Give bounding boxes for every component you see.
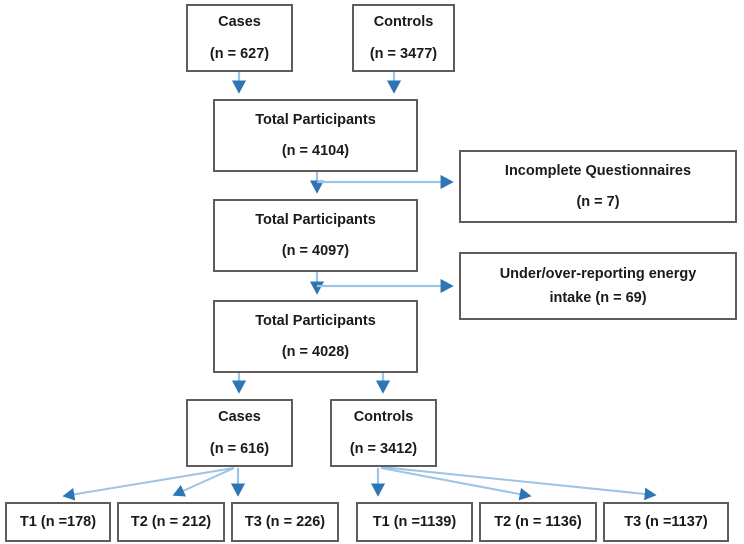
node-cases-bottom[interactable]: Cases (n = 616) — [186, 399, 293, 467]
node-under-over-count: intake (n = 69) — [549, 290, 647, 306]
node-incomplete-count: (n = 7) — [576, 194, 620, 210]
node-controls-top-label: Controls — [373, 14, 434, 31]
node-cases-bottom-label: Cases — [218, 409, 261, 426]
node-controls-bottom[interactable]: Controls (n = 3412) — [330, 399, 437, 467]
node-cases-t1-label: T1 (n =178) — [19, 513, 97, 530]
node-under-over-label: Under/over-reporting energy — [499, 265, 697, 282]
arrow-cases-bottom-to-t2 — [172, 467, 235, 497]
node-controls-bottom-label: Controls — [353, 409, 414, 426]
node-controls-t2-label: T2 (n = 1136) — [494, 513, 582, 530]
arrow-controls-bottom-to-t3 — [380, 466, 657, 501]
node-cases-top[interactable]: Cases (n = 627) — [186, 4, 293, 72]
node-incomplete-label: Incomplete Questionnaires — [504, 162, 692, 179]
node-controls-bottom-count: (n = 3412) — [349, 440, 418, 457]
node-total-4028-count: (n = 4028) — [281, 344, 350, 360]
node-cases-tertile-1[interactable]: T1 (n =178) — [5, 502, 111, 542]
node-total-4097-count: (n = 4097) — [281, 243, 350, 259]
node-cases-bottom-count: (n = 616) — [209, 440, 270, 457]
node-controls-tertile-1[interactable]: T1 (n =1139) — [356, 502, 473, 542]
node-cases-t3-label: T3 (n = 226) — [244, 513, 326, 530]
node-cases-top-count: (n = 627) — [209, 45, 270, 62]
node-controls-t1-label: T1 (n =1139) — [372, 513, 457, 530]
node-cases-tertile-2[interactable]: T2 (n = 212) — [117, 502, 225, 542]
node-controls-t3-label: T3 (n =1137) — [624, 513, 708, 530]
node-cases-tertile-3[interactable]: T3 (n = 226) — [231, 502, 339, 542]
node-controls-top[interactable]: Controls (n = 3477) — [352, 4, 455, 72]
node-total-4028-label: Total Participants — [255, 312, 376, 329]
node-total-participants-4028[interactable]: Total Participants (n = 4028) — [213, 300, 418, 373]
node-total-participants-4097[interactable]: Total Participants (n = 4097) — [213, 199, 418, 272]
node-cases-top-label: Cases — [218, 14, 261, 31]
node-controls-top-count: (n = 3477) — [369, 45, 438, 62]
node-incomplete-questionnaires[interactable]: Incomplete Questionnaires (n = 7) — [459, 150, 737, 223]
node-cases-t2-label: T2 (n = 212) — [130, 513, 212, 530]
node-total-4104-label: Total Participants — [255, 111, 376, 128]
node-total-4104-count: (n = 4104) — [281, 143, 350, 159]
node-controls-tertile-3[interactable]: T3 (n =1137) — [603, 502, 729, 542]
arrow-cases-bottom-to-t1 — [62, 467, 235, 501]
arrow-controls-bottom-to-t2 — [380, 467, 532, 501]
node-controls-tertile-2[interactable]: T2 (n = 1136) — [479, 502, 597, 542]
node-total-participants-4104[interactable]: Total Participants (n = 4104) — [213, 99, 418, 172]
node-under-over-reporting-energy-intake[interactable]: Under/over-reporting energy intake (n = … — [459, 252, 737, 320]
node-total-4097-label: Total Participants — [255, 211, 376, 228]
